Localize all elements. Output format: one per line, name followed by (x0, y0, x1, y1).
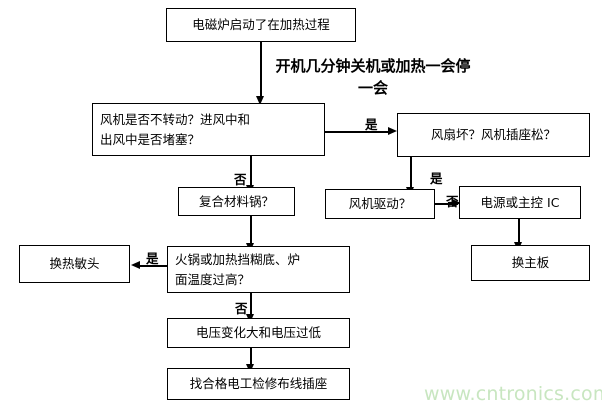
node-fan-drive[interactable]: 风机驱动？ (325, 189, 435, 219)
arrowhead-hotpot-to-replace-thermistor (131, 260, 140, 269)
edge-power-ic-to-replace-mainboard (518, 219, 520, 245)
edge-label-hotpot-yes: 是 (146, 251, 159, 266)
node-power-ic[interactable]: 电源或主控 IC (459, 186, 581, 219)
node-power-ic-label: 电源或主控 IC (480, 194, 560, 210)
edge-hotpot-to-replace-thermistor (140, 265, 168, 267)
edge-fan-check-to-composite-pot (250, 156, 252, 188)
edge-label-hotpot-no: 否 (235, 301, 248, 316)
node-replace-thermistor[interactable]: 换热敏头 (19, 245, 130, 283)
node-replace-mainboard[interactable]: 换主板 (471, 245, 590, 281)
edge-label-fan-check-yes: 是 (365, 117, 378, 132)
site-watermark: www.cntronics.com (424, 383, 602, 405)
node-composite-pot-label: 复合材料锅？ (198, 193, 274, 209)
node-composite-pot[interactable]: 复合材料锅？ (178, 187, 295, 216)
node-replace-thermistor-label: 换热敏头 (49, 256, 100, 272)
node-voltage-issue-label: 电压变化大和电压过低 (195, 325, 321, 341)
edge-hotpot-to-voltage-issue (250, 293, 252, 318)
edge-start-to-fan-check (260, 42, 262, 98)
node-start[interactable]: 电磁炉启动了在加热过程 (166, 8, 356, 42)
arrowhead-fan-drive-to-power-ic (452, 198, 461, 207)
edge-voltage-issue-to-call-electrician (250, 348, 252, 368)
edge-label-fan-check-no: 否 (234, 172, 247, 187)
node-hotpot-overheat[interactable]: 火锅或加热挡糊底、炉 面温度过高？ (167, 246, 350, 293)
edge-composite-pot-to-hotpot (250, 216, 252, 246)
arrowhead-fan-check-to-fan-broken (388, 126, 397, 135)
node-fan-drive-label: 风机驱动？ (348, 196, 412, 212)
node-fan-broken[interactable]: 风扇坏？风机插座松？ (397, 113, 590, 157)
edge-fan-check-to-fan-broken (325, 131, 392, 133)
node-hotpot-overheat-label: 火锅或加热挡糊底、炉 面温度过高？ (175, 252, 301, 287)
node-voltage-issue[interactable]: 电压变化大和电压过低 (167, 318, 350, 348)
node-call-electrician-label: 找合格电工检修布线插座 (189, 376, 328, 392)
edge-fan-drive-to-power-ic (434, 203, 458, 205)
node-replace-mainboard-label: 换主板 (511, 255, 550, 271)
edge-fan-broken-to-fan-drive (410, 157, 412, 190)
edge-label-fan-drive-yes: 是 (430, 171, 443, 186)
edge-label-fan-drive-no: 否 (446, 194, 459, 209)
node-fan-check-label: 风机是否不转动？进风中和 出风中是否堵塞？ (100, 112, 251, 147)
node-start-label: 电磁炉启动了在加热过程 (192, 17, 330, 33)
node-fan-check[interactable]: 风机是否不转动？进风中和 出风中是否堵塞？ (92, 103, 325, 156)
node-fan-broken-label: 风扇坏？风机插座松？ (430, 127, 556, 143)
symptom-note: 开机几分钟关机或加热一会停 一会 (275, 57, 471, 97)
arrowhead-start-to-fan-check (255, 96, 264, 105)
node-call-electrician[interactable]: 找合格电工检修布线插座 (167, 368, 350, 400)
